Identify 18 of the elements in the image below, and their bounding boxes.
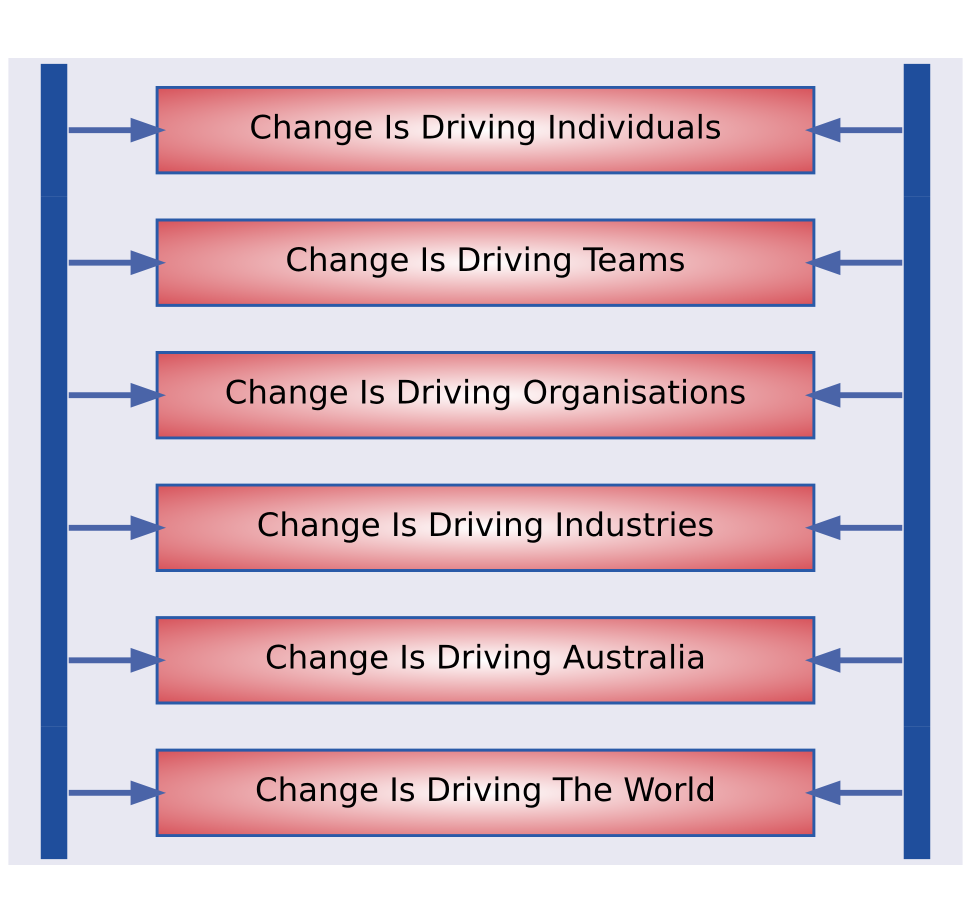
arrow [804,118,902,143]
arrow [804,648,902,673]
arrow [804,515,902,540]
arrow [68,780,166,806]
arrow [804,780,902,806]
arrow [68,118,166,143]
node-box: Change Is Driving Organisations [156,351,816,440]
node-box: Change Is Driving Industries [156,484,816,572]
node-box: Change Is Driving Australia [156,616,816,704]
arrow [68,250,166,276]
node-box: Change Is Driving The World [156,748,816,838]
node-box: Change Is Driving Teams [156,218,816,307]
arrow [68,648,166,673]
arrow [68,515,166,540]
arrow [804,250,902,276]
node-box: Change Is Driving Individuals [156,86,816,174]
arrow [68,382,166,408]
arrow [804,382,902,408]
